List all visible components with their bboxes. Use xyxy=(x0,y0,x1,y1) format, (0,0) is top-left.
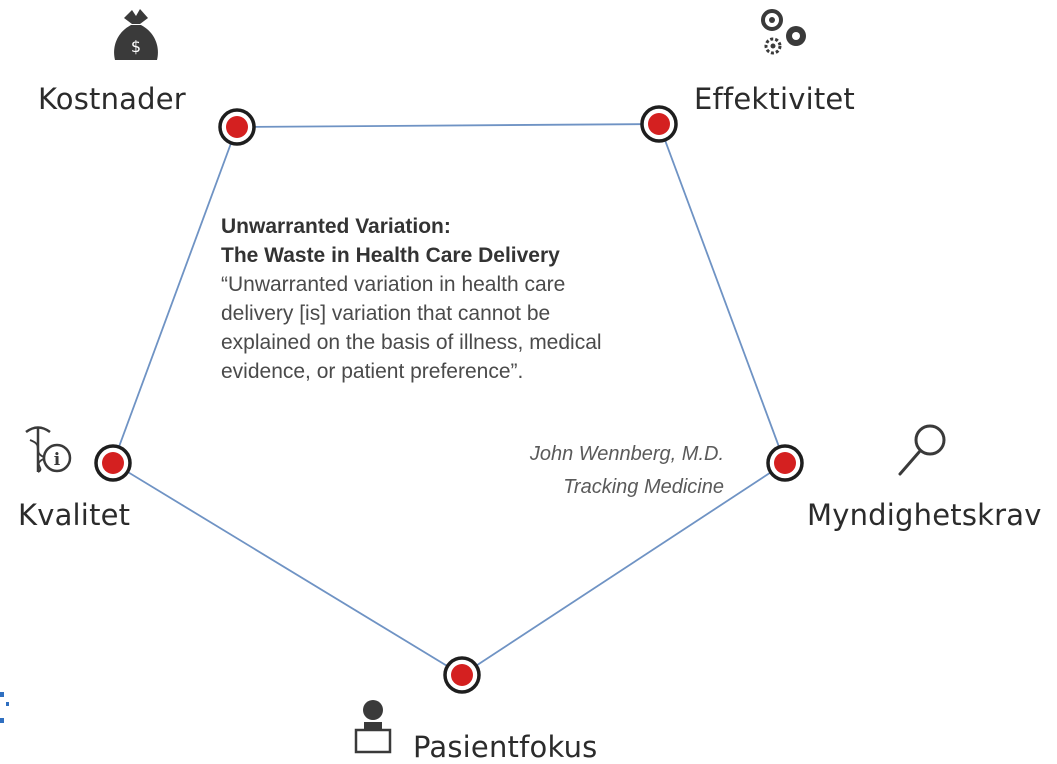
edge-effektivitet-myndighetskrav xyxy=(658,123,786,464)
label-effektivitet: Effektivitet xyxy=(694,82,856,116)
node-kvalitet xyxy=(94,444,132,482)
quote-heading-line1: Unwarranted Variation: xyxy=(221,215,451,238)
quote-source: Tracking Medicine xyxy=(563,476,724,498)
label-kostnader: Kostnader xyxy=(38,82,186,116)
svg-text:i: i xyxy=(54,450,61,470)
node-myndighetskrav xyxy=(766,444,804,482)
label-myndighetskrav: Myndighetskrav xyxy=(807,498,1042,532)
quote-author: John Wennberg, M.D. xyxy=(529,443,724,465)
pentagon-nodes xyxy=(94,105,804,694)
label-pasientfokus: Pasientfokus xyxy=(413,730,598,764)
money-bag-icon: $ xyxy=(114,9,158,60)
quote-line1: “Unwarranted variation in health care xyxy=(221,273,566,296)
edge-kvalitet-kostnader xyxy=(112,126,238,464)
quote-heading-line2: The Waste in Health Care Delivery xyxy=(221,244,560,267)
quote-line2: delivery [is] variation that cannot be xyxy=(221,302,551,325)
edge-kostnader-effektivitet xyxy=(236,123,660,128)
quote-line3: explained on the basis of illness, medic… xyxy=(221,331,602,354)
node-effektivitet xyxy=(640,105,678,143)
gears-icon xyxy=(761,9,806,55)
magnifier-icon xyxy=(898,424,946,476)
caduceus-info-icon: i xyxy=(25,426,72,473)
pentagon-edges xyxy=(112,123,786,676)
quote-attribution: John Wennberg, M.D. Tracking Medicine xyxy=(530,438,724,504)
svg-text:$: $ xyxy=(131,37,141,56)
edge-pasientfokus-kvalitet xyxy=(112,462,463,676)
node-kostnader xyxy=(218,108,256,146)
node-pasientfokus xyxy=(443,656,481,694)
quote-line4: evidence, or patient preference”. xyxy=(221,360,524,383)
edge-myndighetskrav-pasientfokus xyxy=(461,462,786,676)
quote-block: Unwarranted Variation: The Waste in Heal… xyxy=(221,212,661,386)
patient-icon xyxy=(354,700,392,754)
label-kvalitet: Kvalitet xyxy=(18,498,131,532)
edge-fragment-mark xyxy=(0,692,9,723)
